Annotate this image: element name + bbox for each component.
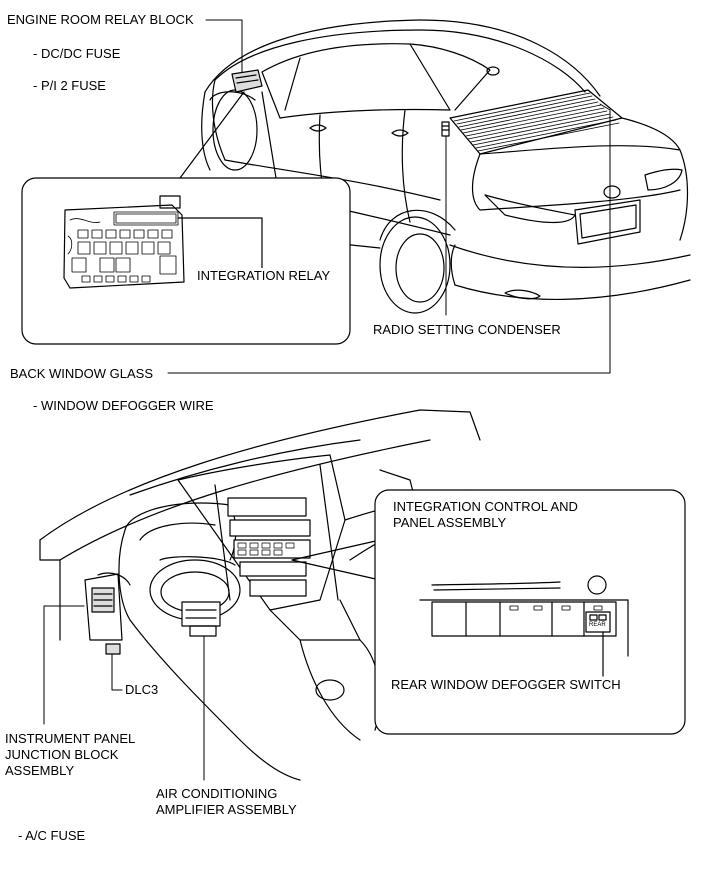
engine-room-relay-block-label: ENGINE ROOM RELAY BLOCK: [7, 12, 194, 28]
integration-control-label-line1: INTEGRATION CONTROL AND: [393, 499, 578, 515]
window-defogger-wire-label: - WINDOW DEFOGGER WIRE: [33, 398, 214, 413]
back-window-glass-label: BACK WINDOW GLASS: [10, 366, 154, 382]
switch-rear-text: REAR: [589, 622, 606, 628]
ac-fuse-label: - A/C FUSE: [18, 828, 86, 843]
radio-setting-condenser-label: RADIO SETTING CONDENSER: [373, 322, 561, 338]
integration-control-label-line2: PANEL ASSEMBLY: [393, 515, 507, 531]
leader-lines-top: [167, 19, 611, 374]
relay-block-inset: [21, 91, 351, 345]
radio-setting-condenser-part: [441, 121, 450, 137]
defogger-wire-lines: [453, 92, 620, 152]
integration-relay-label: INTEGRATION RELAY: [197, 268, 331, 284]
leader-lines-bottom: [43, 605, 205, 781]
air-conditioning-label-line1: AIR CONDITIONING: [156, 786, 278, 802]
rear-defogger-switch-part: [585, 611, 611, 633]
dlc3-label: DLC3: [125, 682, 159, 698]
instrument-panel-label-line3: ASSEMBLY: [5, 763, 75, 779]
car-illustration: [201, 19, 691, 314]
dc-dc-fuse-label: - DC/DC FUSE: [33, 46, 121, 61]
instrument-panel-label-line1: INSTRUMENT PANEL: [5, 731, 136, 747]
integration-control-inset: [374, 489, 686, 735]
p-i-2-fuse-label: - P/I 2 FUSE: [33, 78, 106, 93]
instrument-panel-label-line2: JUNCTION BLOCK: [5, 747, 119, 763]
engine-room-relay-block-part: [231, 69, 263, 93]
rear-window-defogger-switch-label: REAR WINDOW DEFOGGER SWITCH: [391, 677, 621, 693]
air-conditioning-label-line2: AMPLIFIER ASSEMBLY: [156, 802, 297, 818]
dashboard-illustration: [39, 409, 481, 781]
